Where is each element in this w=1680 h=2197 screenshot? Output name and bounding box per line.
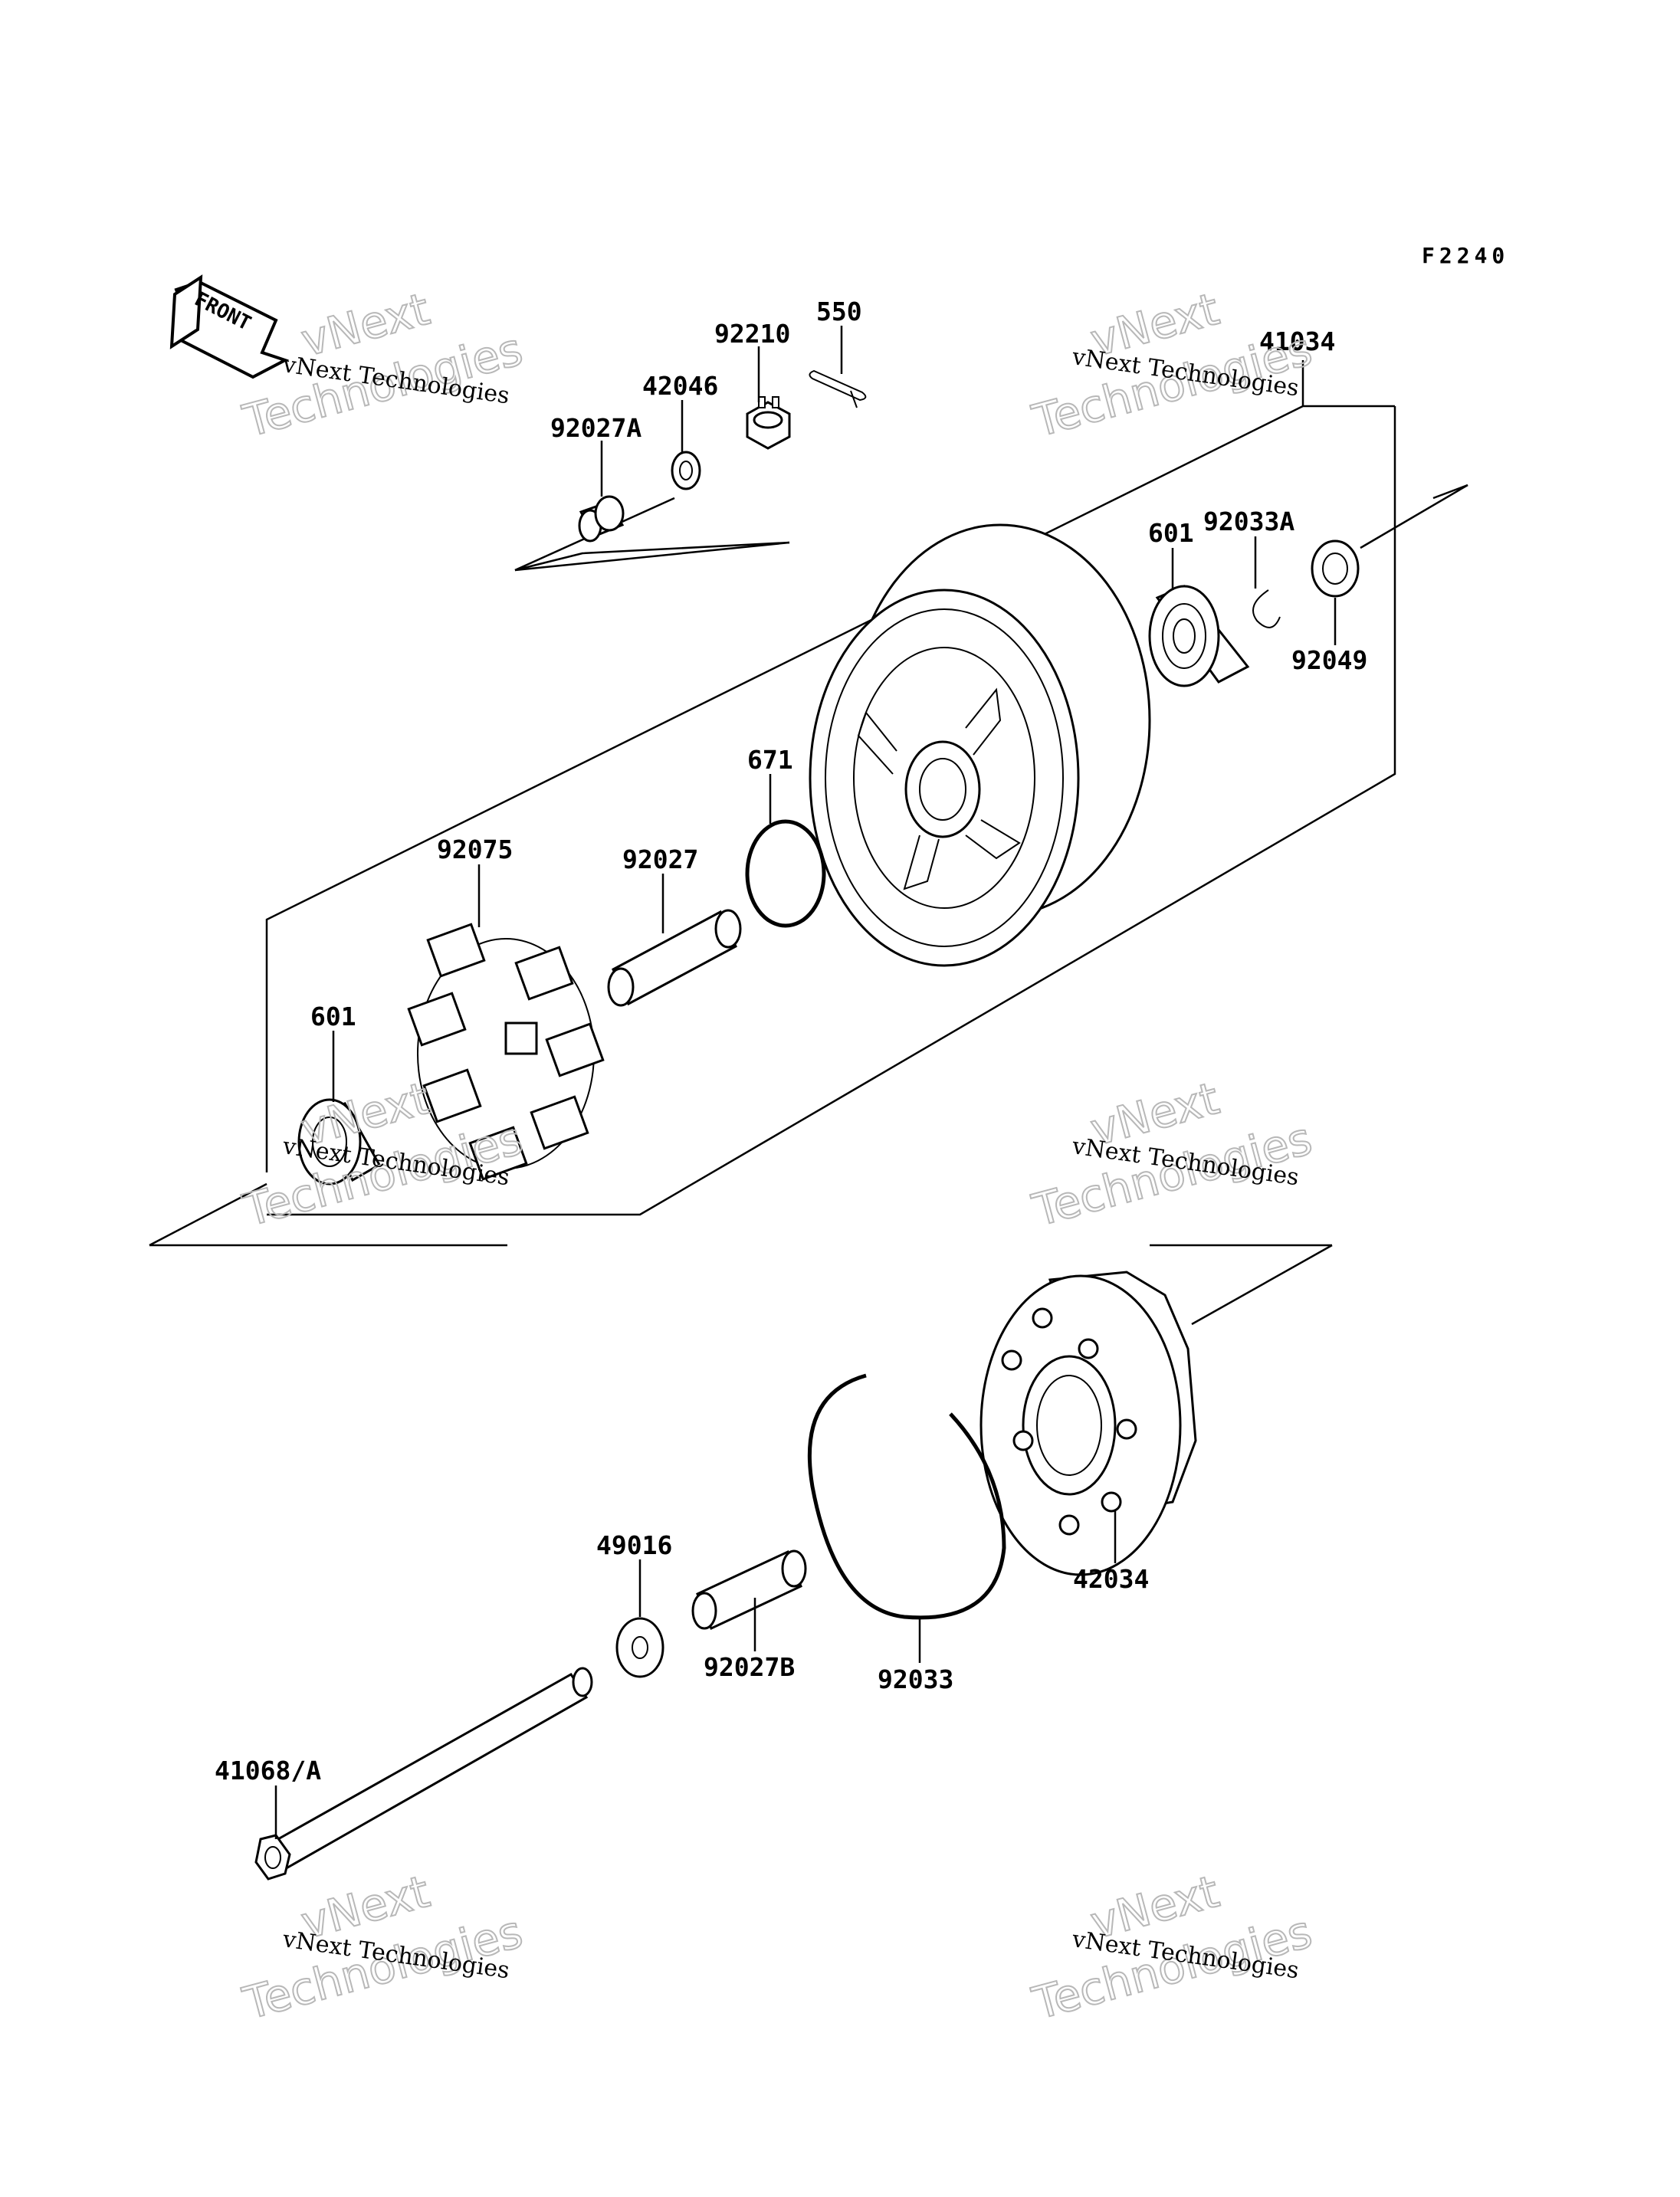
label-42046: 42046: [642, 371, 718, 401]
label-601-upper: 601: [1148, 518, 1194, 548]
cotter-pin-550-icon: [809, 369, 867, 408]
castle-nut-92210-icon: [746, 396, 791, 450]
figure-code: F2240: [1422, 243, 1509, 268]
label-92049: 92049: [1291, 645, 1367, 675]
watermark-top-right: vNext Technologies vNext Technologies: [1026, 282, 1317, 448]
label-671: 671: [747, 745, 793, 775]
label-49016: 49016: [596, 1530, 672, 1560]
label-42034: 42034: [1073, 1564, 1149, 1594]
label-92027: 92027: [622, 844, 698, 874]
watermark-top-left: vNext Technologies vNext Technologies: [237, 282, 528, 448]
label-92033: 92033: [878, 1664, 953, 1694]
sprocket-hub-42034-icon: [979, 1271, 1197, 1576]
label-550: 550: [816, 297, 862, 326]
label-41068A: 41068/A: [215, 1756, 321, 1785]
bearing-601-upper-icon: [1148, 585, 1250, 687]
o-ring-671-icon: [745, 819, 826, 928]
label-92033A: 92033A: [1203, 507, 1294, 536]
sleeve-92027-icon: [607, 909, 742, 1007]
sleeve-92027B-icon: [691, 1549, 807, 1631]
watermark-bottom-right: vNext Technologies vNext Technologies: [1026, 1864, 1317, 2031]
collar-92027A-icon: [578, 495, 625, 543]
bearing-601-lower-icon: [297, 1098, 382, 1185]
wheel-rim-icon: [809, 523, 1151, 967]
leader-lines: [274, 326, 1337, 1839]
front-arrow-icon: FRONT: [169, 274, 290, 379]
oil-seal-92049-icon: [1311, 539, 1360, 598]
watermark-mid-right: vNext Technologies vNext Technologies: [1026, 1071, 1317, 1238]
washer-49016-icon: [615, 1617, 664, 1678]
watermark-mid-left: vNext Technologies vNext Technologies: [237, 1071, 528, 1238]
assembly-outline: [149, 405, 1468, 1326]
circlip-92033A-icon: [1252, 589, 1281, 628]
label-41034: 41034: [1259, 326, 1335, 356]
watermark-bottom-left: vNext Technologies vNext Technologies: [237, 1864, 528, 2031]
label-601-lower: 601: [310, 1002, 356, 1031]
label-92075: 92075: [437, 835, 513, 864]
label-92027B: 92027B: [704, 1652, 795, 1682]
washer-42046-icon: [671, 451, 701, 490]
retaining-ring-92033-icon: [807, 1373, 1006, 1620]
label-92210: 92210: [714, 319, 790, 349]
damper-92075-icon: [407, 923, 605, 1181]
label-92027A: 92027A: [550, 413, 641, 443]
axle-41068-icon: [254, 1667, 593, 1881]
